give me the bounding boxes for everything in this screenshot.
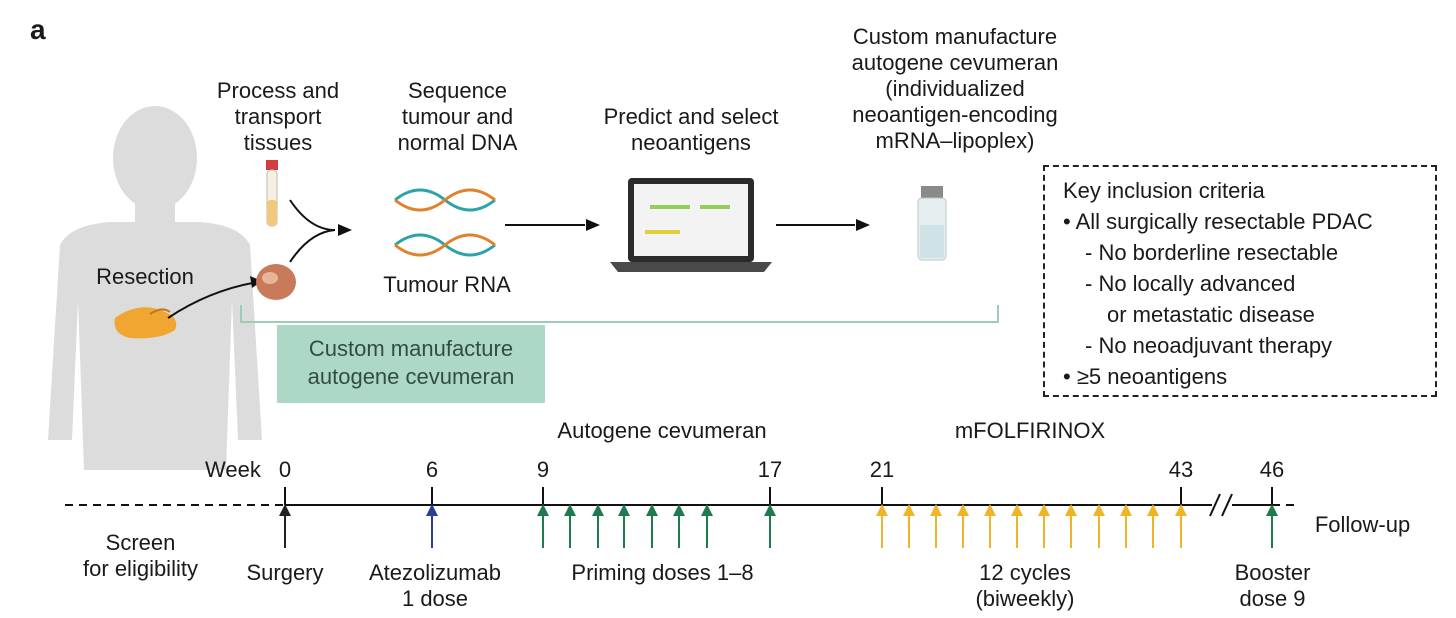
criteria-item: - No locally advanced — [1085, 271, 1296, 296]
dose-arrows — [279, 504, 1278, 548]
manufacture-bracket — [240, 305, 999, 323]
resection-arrow — [167, 281, 259, 319]
priming-dose-arrow — [537, 504, 549, 548]
tumour-tissue-icon — [256, 264, 296, 300]
timeline — [65, 487, 1300, 517]
priming-dose-arrow — [764, 504, 776, 548]
week-label: 43 — [1168, 457, 1194, 482]
week-label: 17 — [757, 457, 783, 482]
human-silhouette-icon — [48, 106, 262, 470]
mfolfirinox-cycle-arrow — [1175, 504, 1187, 548]
mfolfirinox-cycle-arrow — [1147, 504, 1159, 548]
pancreas-icon — [114, 307, 177, 339]
week-label: 6 — [425, 457, 439, 482]
tumour-rna-label: Tumour RNA — [383, 272, 511, 297]
panel-letter: a — [30, 14, 46, 45]
criteria-item: - No neoadjuvant therapy — [1085, 333, 1333, 358]
mfolfirinox-cycle-arrow — [930, 504, 942, 548]
criteria-item: or metastatic disease — [1107, 302, 1315, 327]
atezolizumab-arrow — [426, 504, 438, 548]
vial-icon — [917, 186, 947, 261]
mfolfirinox-cycle-arrow — [876, 504, 888, 548]
priming-dose-arrow — [618, 504, 630, 548]
mfolfirinox-cycle-arrow — [1065, 504, 1077, 548]
week-label: 9 — [536, 457, 550, 482]
resection-label: Resection — [96, 264, 194, 289]
priming-dose-arrow — [564, 504, 576, 548]
priming-dose-arrow — [646, 504, 658, 548]
criteria-title: Key inclusion criteria — [1063, 178, 1265, 203]
inclusion-criteria-box: Key inclusion criteria • All surgically … — [1043, 165, 1437, 397]
priming-dose-arrow — [673, 504, 685, 548]
week-label: 0 — [278, 457, 292, 482]
criteria-item: • All surgically resectable PDAC — [1063, 209, 1373, 234]
followup-label: Follow-up — [1314, 512, 1411, 537]
surgery-label: Surgery — [246, 560, 324, 585]
phase-autogene-label: Autogene cevumeran — [557, 418, 767, 443]
criteria-item: • ≥5 neoantigens — [1063, 364, 1228, 389]
blood-tube-icon — [266, 160, 278, 227]
mfolfirinox-cycle-arrow — [984, 504, 996, 548]
priming-dose-arrow — [592, 504, 604, 548]
dna-helix-icon — [394, 188, 496, 257]
mfolfirinox-cycle-arrow — [1093, 504, 1105, 548]
phase-mfolfirinox-label: mFOLFIRINOX — [954, 418, 1106, 443]
mfolfirinox-cycle-arrow — [1038, 504, 1050, 548]
mfolfirinox-cycle-arrow — [903, 504, 915, 548]
priming-dose-arrow — [701, 504, 713, 548]
cycles-label: 12 cycles(biweekly) — [975, 560, 1075, 611]
mfolfirinox-cycle-arrow — [1011, 504, 1023, 548]
week-label: 46 — [1259, 457, 1285, 482]
surgery-arrow — [279, 504, 291, 548]
laptop-icon — [610, 178, 772, 272]
mfolfirinox-cycle-arrow — [1120, 504, 1132, 548]
priming-label: Priming doses 1–8 — [571, 560, 754, 585]
booster-dose-arrow — [1266, 504, 1278, 548]
week-prefix: Week — [205, 457, 261, 482]
mfolfirinox-cycle-arrow — [957, 504, 969, 548]
criteria-item: - No borderline resectable — [1085, 240, 1339, 265]
week-label: 21 — [869, 457, 895, 482]
